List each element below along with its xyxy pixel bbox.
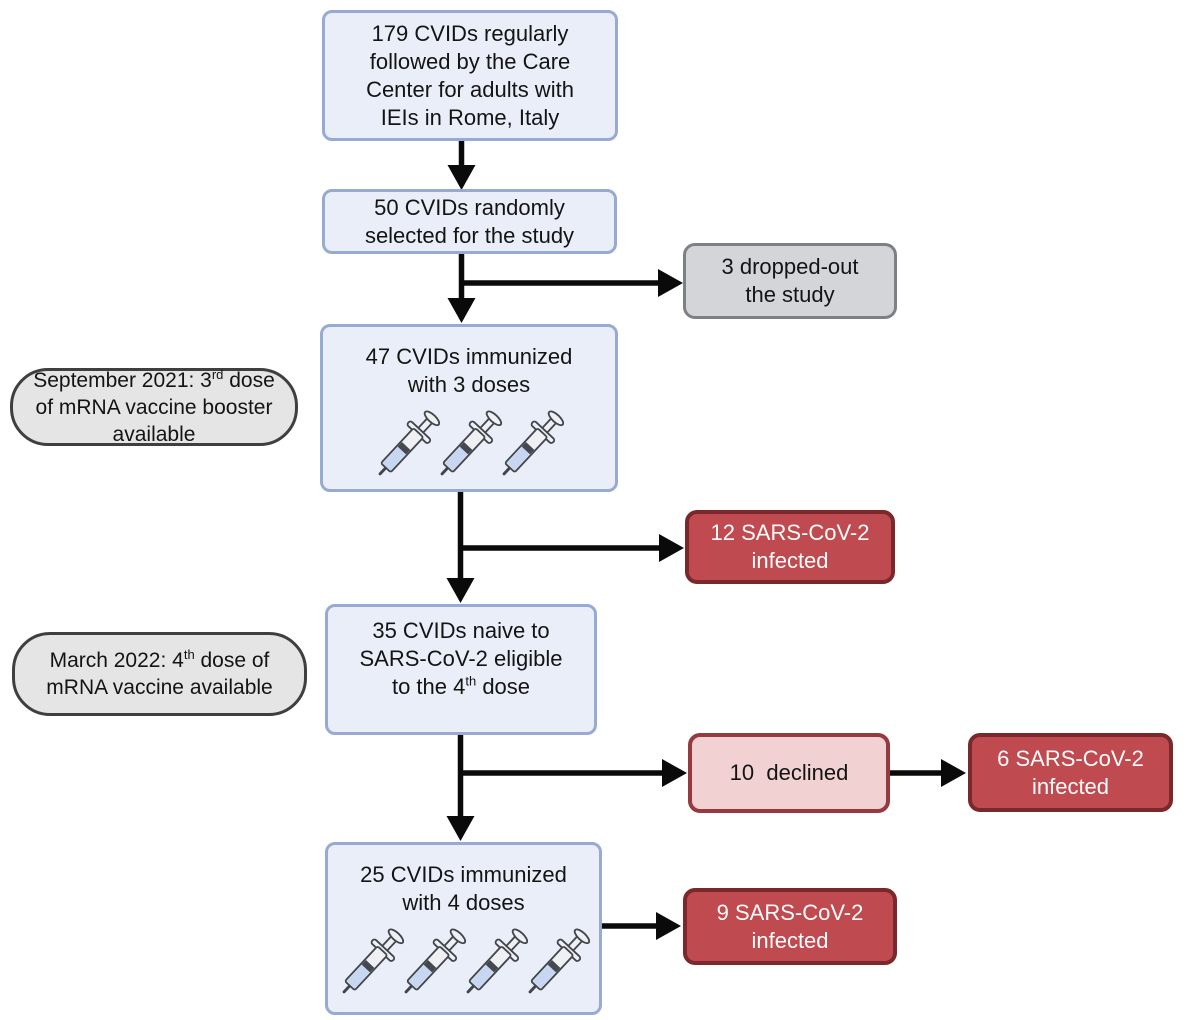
syringe-icon [402,919,466,1007]
node-text-line: infected [751,548,829,573]
node-text-line: 25 CVIDs immunized [360,862,567,887]
node-text-line: 12 SARS-CoV-2 [710,520,870,545]
node-declined-10: 10 declined [688,733,890,813]
node-text-line: mRNA vaccine available [46,676,273,699]
node-selected: 50 CVIDs randomly selected for the study [322,189,617,254]
node-text-line: Center for adults with [366,76,574,102]
node-text-line: SARS-CoV-2 eligible [359,645,563,671]
node-text-line: September 2021: 3rd dose [33,366,275,392]
syringe-icon [340,919,404,1007]
node-text-line: 6 SARS-CoV-2 [997,745,1144,771]
node-text-line: 9 SARS-CoV-2 [716,899,864,925]
arrow-naive-branch [446,735,687,841]
node-text-line: the study [745,282,835,307]
arrow-selected-branch [447,254,683,323]
arrow-immunized3-branch [446,492,684,603]
node-text-line: infected [751,927,829,953]
node-text-line: infected [1031,773,1110,799]
node-text-line: IEIs in Rome, Italy [380,104,560,130]
arrow-population-to-selected [447,141,476,190]
node-immunized-4-doses: 25 CVIDs immunized with 4 doses [325,842,602,1015]
syringe-icon [464,919,528,1007]
node-text-line: available [112,422,196,446]
syringe-icon [376,401,441,489]
syringe-icon [438,401,503,489]
node-text-line: to the 4th dose [391,673,531,699]
node-infected-6: 6 SARS-CoV-2 infected [968,733,1173,812]
node-text-line: with 4 doses [402,890,525,915]
note-september-2021: September 2021: 3rd dose of mRNA vaccine… [10,368,298,446]
node-text-line: 35 CVIDs naive to [372,617,550,643]
node-text-line: March 2022: 4th dose of [49,647,270,672]
node-naive-35: 35 CVIDs naive to SARS-CoV-2 eligible to… [325,604,597,735]
node-text-line: followed by the Care [369,48,571,74]
node-text-line: with 3 doses [407,372,531,397]
syringe-row [340,919,590,1007]
note-march-2022: March 2022: 4th dose of mRNA vaccine ava… [12,632,307,716]
syringe-icon [526,919,590,1007]
node-dropped-out: 3 dropped-out the study [683,243,897,319]
node-immunized-3-doses: 47 CVIDs immunized with 3 doses [320,324,618,492]
node-text-line: selected for the study [364,222,575,248]
node-infected-9: 9 SARS-CoV-2 infected [683,888,897,965]
arrow-immunized4-to-infected9 [602,912,681,940]
node-text-line: 10 declined [729,760,849,785]
syringe-icon [500,401,565,489]
node-text-line: 47 CVIDs immunized [365,344,573,369]
node-text-line: of mRNA vaccine booster [35,395,273,419]
node-infected-12: 12 SARS-CoV-2 infected [685,510,895,584]
node-text-line: 179 CVIDs regularly [371,20,569,46]
node-text-line: 50 CVIDs randomly [374,194,565,220]
syringe-row [376,401,565,489]
node-text-line: 3 dropped-out [721,254,859,279]
node-population: 179 CVIDs regularly followed by the Care… [322,10,618,141]
arrow-declined-to-infected6 [890,759,966,787]
